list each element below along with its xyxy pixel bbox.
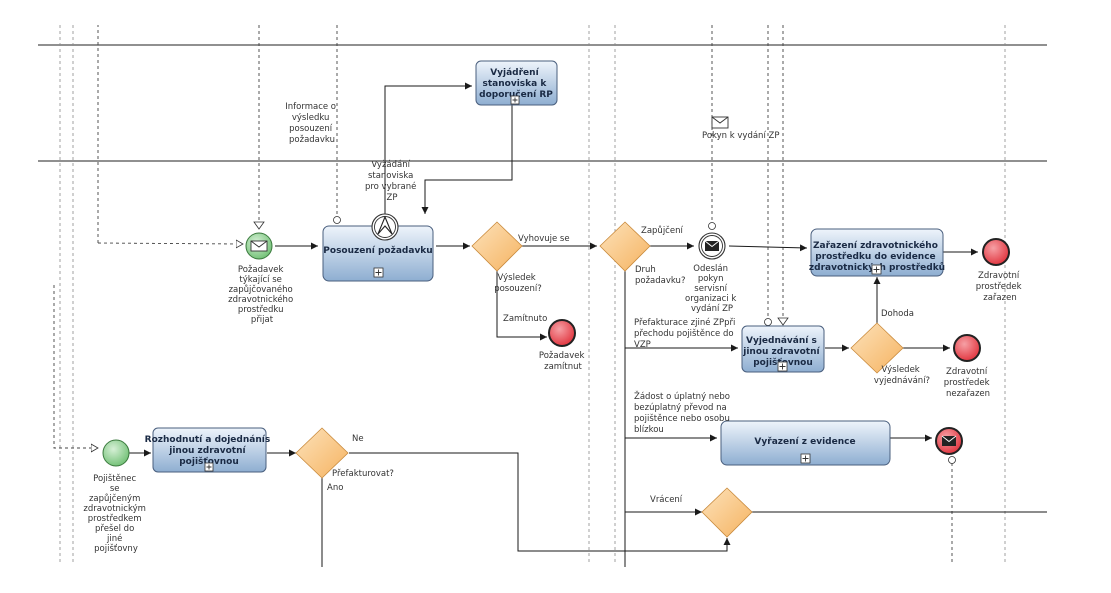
label-pojistenec: Pojištěnec se zapůjčeným zdravotnickým p… (83, 473, 148, 554)
end-event-zdravotni-nezarazen (953, 334, 981, 362)
end-event-vyrazeni (935, 427, 963, 464)
task-vyrazeni[interactable]: Vyřazení z evidence (720, 420, 891, 466)
escalation-icon (377, 215, 393, 235)
task-zarazeni[interactable]: Zařazení zdravotnického prostředku do ev… (809, 228, 945, 277)
label-vysledek-vyjednavani: Výsledek vyjednávání? (874, 365, 930, 386)
label-pokyn-vydani: Pokyn k vydání ZP (702, 131, 779, 141)
label-vyhovuje-se: Vyhovuje se (518, 234, 570, 244)
label-informace: Informace o výsledku posouzení požadavku (285, 102, 338, 145)
svg-text:Rozhodnutí a dojednánís: Rozhodnutí a dojednánís jinou zdravotní … (145, 435, 274, 467)
label-vraceni: Vrácení (650, 495, 683, 505)
task-rozhodnuti[interactable]: Rozhodnutí a dojednánís jinou zdravotní … (145, 427, 274, 473)
label-pozadavek-zamitnut: Požadavek zamítnut (539, 351, 587, 372)
end-event-pozadavek-zamitnut (548, 319, 576, 347)
start-event-pojistenec (102, 439, 130, 467)
label-zdravotni-zarazen: Zdravotní prostředek zařazen (976, 271, 1024, 303)
envelope-icon (250, 240, 268, 252)
label-vysledek-posouzeni: Výsledek posouzení? (494, 273, 542, 294)
label-dohoda: Dohoda (881, 309, 914, 319)
task-vyjadreni-stanoviska[interactable]: Vyjádření stanoviska k doporučení RP (475, 60, 558, 106)
gateway-prefakturovat (295, 427, 349, 479)
gateway-vraceni (701, 487, 753, 538)
label-pozadavek-prijat: Požadavek týkající se zapůjčovaného zdra… (228, 265, 296, 325)
label-ano: Ano (327, 483, 343, 493)
label-zapujceni: Zapůjčení (641, 225, 683, 236)
label-prefakturovat: Přefakturovat? (332, 469, 394, 479)
svg-text:Posouzení požadavku: Posouzení požadavku (323, 246, 432, 256)
label-vyzadani: Vyžádání stanoviska pro vybrané ZP (365, 160, 419, 203)
gateway-druh-pozadavku (599, 221, 651, 272)
label-zamitnuto: Zamítnuto (503, 314, 547, 324)
task-vyjednavani[interactable]: Vyjednávání s jinou zdravotní pojišťovno… (741, 325, 825, 373)
gateway-vysledek-vyjednavani (850, 322, 904, 374)
end-event-zdravotni-zarazen (982, 238, 1010, 266)
label-zdravotni-nezarazen: Zdravotní prostředek nezařazen (944, 367, 992, 399)
sequence-flows (129, 82, 1047, 567)
label-zadost: Žádost o úplatný nebo bezúplatný převod … (634, 390, 733, 435)
intermediate-event-vyzadani (371, 213, 399, 241)
intermediate-event-odeslan-pokyn (698, 232, 726, 260)
label-druh-pozadavku: Druh požadavku? (635, 265, 685, 286)
svg-text:Vyřazení z evidence: Vyřazení z evidence (754, 437, 855, 447)
gateway-vysledek-posouzeni (471, 221, 523, 272)
start-event-pozadavek-prijat (245, 232, 273, 260)
lane-separators (59, 25, 1006, 565)
label-prefakturace: Přefakturace zjiné ZPpři přechodu pojišt… (634, 317, 738, 350)
label-odeslan-pokyn: Odeslán pokyn servisní organizaci k vydá… (685, 264, 739, 314)
message-flows (53, 25, 953, 565)
svg-text:Vyjádření stanoviska k: Vyjádření stanoviska k doporučení RP (479, 68, 553, 100)
label-ne: Ne (352, 434, 364, 444)
message-envelope-icon (711, 116, 729, 129)
